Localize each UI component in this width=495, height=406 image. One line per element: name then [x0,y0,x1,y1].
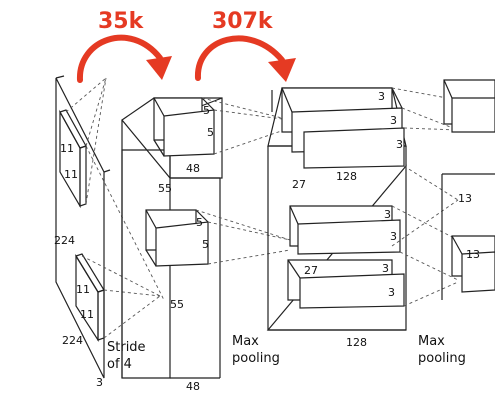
stride-label-line1: Stride [107,340,146,355]
conv2-depth-top: 128 [336,170,357,183]
param-arrow-conv1 [76,34,172,83]
conv2-kernel-c: 3 [396,138,403,151]
conv1-projection-lines [195,97,291,265]
conv1-kernel-top-w: 5 [207,126,214,139]
conv2-kernel-a: 3 [378,90,385,103]
conv1-size-bottom: 55 [170,298,184,311]
conv2-depth-bottom: 128 [346,336,367,349]
param-count-conv1: 35k [98,9,145,34]
conv1-depth-bottom: 48 [186,380,200,393]
conv2-kernel-f: 3 [382,262,389,275]
conv1-pool-label-line1: Max [232,334,259,349]
conv1-depth-top: 48 [186,162,200,175]
input-kernel2-h-label: 11 [76,283,90,296]
conv1-layer [121,97,223,379]
conv2-pool-label-line2: pooling [418,351,466,366]
param-arrow-conv2 [194,35,296,82]
conv1-kernel-top-h: 5 [203,104,210,117]
conv2-layer [266,87,407,331]
conv2-size-top: 27 [292,178,306,191]
conv2-pool-label-line1: Max [418,334,445,349]
conv1-kernel-bot-h: 5 [196,216,203,229]
conv1-pool-label-line2: pooling [232,351,280,366]
conv2-kernel-e: 3 [390,230,397,243]
conv2-kernel-d: 3 [384,208,391,221]
conv2-kernel-g: 3 [388,286,395,299]
input-projection-lines [65,77,165,339]
input-kernel-h-label: 11 [60,142,74,155]
conv2-kernel-b: 3 [390,114,397,127]
input-kernel2-w-label: 11 [80,308,94,321]
input-width-label: 224 [54,234,75,247]
conv1-size-top: 55 [158,182,172,195]
conv1-kernel-bot-w: 5 [202,238,209,251]
conv2-size-bottom: 27 [304,264,318,277]
input-layer [55,75,111,379]
input-height-label: 224 [62,334,83,347]
input-kernel-w-label: 11 [64,168,78,181]
conv3-size-top: 13 [458,192,472,205]
input-depth-label: 3 [96,376,103,389]
param-count-conv2: 307k [212,9,274,34]
conv3-layer [441,79,495,300]
stride-label-line2: of 4 [107,357,132,372]
conv3-size-bottom: 13 [466,248,480,261]
